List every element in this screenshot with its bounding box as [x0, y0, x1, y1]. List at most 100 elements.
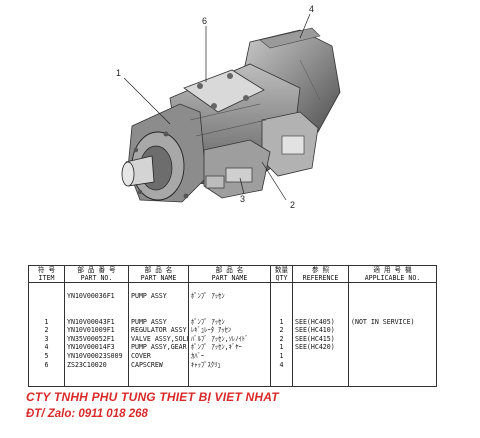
- cell-item: 1: [28, 317, 65, 326]
- cell-app: [348, 300, 437, 309]
- callout-4: 4: [309, 4, 315, 14]
- callout-6: 6: [202, 16, 208, 26]
- cell-part-no: [64, 282, 129, 292]
- cell-item: 4: [28, 343, 65, 352]
- cell-ref: SEE(HC415): [292, 334, 349, 344]
- pump-assembly-drawing: [121, 13, 341, 203]
- cell-part-name-jp: [188, 368, 271, 378]
- cell-part-name-jp: ﾎﾟﾝﾌﾟ ｱｯｾﾝ: [188, 317, 271, 326]
- cell-part-name-jp: ﾎﾟﾝﾌﾟ ｱｯｾﾝ: [188, 291, 271, 301]
- cell-ref: [292, 360, 349, 369]
- cell-part-name: REGULATOR ASSY: [128, 325, 189, 335]
- cell-app: [348, 282, 437, 292]
- cell-item: [28, 308, 65, 318]
- cell-part-name: [128, 377, 189, 388]
- cell-part-no: YN10V00014F3: [64, 343, 129, 352]
- cell-app: [348, 377, 437, 388]
- cell-ref: [292, 308, 349, 318]
- cell-app: [348, 291, 437, 301]
- cell-qty: [270, 377, 293, 388]
- cell-part-no: YN10V01009F1: [64, 325, 129, 335]
- cell-part-no: YN10V00036F1: [64, 291, 129, 301]
- cell-part-name-jp: ｶﾊﾞｰ: [188, 351, 271, 361]
- leader-line-3: [239, 177, 245, 195]
- cell-part-no: [64, 368, 129, 378]
- callout-2: 2: [290, 200, 296, 210]
- cell-qty: [270, 282, 293, 292]
- cell-part-no: YN35V00052F1: [64, 334, 129, 344]
- table-row: [28, 300, 437, 309]
- leader-line-2: [261, 161, 287, 201]
- cell-app: [348, 368, 437, 378]
- cell-part-no: ZS23C10020: [64, 360, 129, 369]
- cell-item: [28, 282, 65, 292]
- cell-part-no: [64, 377, 129, 388]
- table-row: [28, 308, 437, 318]
- cell-ref: [292, 300, 349, 309]
- cell-ref: SEE(HC405): [292, 317, 349, 326]
- pump-diagram: 1 2 3 4 6: [116, 4, 341, 210]
- cell-part-no: [64, 300, 129, 309]
- cell-item: 3: [28, 334, 65, 344]
- cell-part-name-jp: ﾎﾟﾝﾌﾟ ｱｯｾﾝ,ｷﾞﾔｰ: [188, 343, 271, 352]
- cell-part-name-jp: [188, 282, 271, 292]
- cell-part-name: [128, 308, 189, 318]
- cell-part-name: CAPSCREW: [128, 360, 189, 369]
- footer-contact: ĐT/ Zalo: 0911 018 268: [26, 408, 148, 420]
- cell-part-name: VALVE ASSY,SOLENOID: [128, 334, 189, 344]
- cell-item: 6: [28, 360, 65, 369]
- cell-ref: SEE(HC420): [292, 343, 349, 352]
- cell-part-no: YN10V00023S009: [64, 351, 129, 361]
- leader-line-4: [299, 13, 311, 39]
- cell-part-name-jp: ｷｬｯﾌﾟｽｸﾘｭ: [188, 360, 271, 369]
- cell-ref: [292, 377, 349, 388]
- cell-item: 2: [28, 325, 65, 335]
- cell-item: [28, 377, 65, 388]
- cell-item: 5: [28, 351, 65, 361]
- cell-app: [348, 308, 437, 318]
- cell-part-name-jp: ﾊﾞﾙﾌﾞ ｱｯｾﾝ,ｿﾚﾉｲﾄﾞ: [188, 334, 271, 344]
- callout-1: 1: [116, 68, 122, 78]
- cell-part-name: [128, 300, 189, 309]
- cell-ref: SEE(HC410): [292, 325, 349, 335]
- cell-ref: [292, 368, 349, 378]
- cell-app: [348, 325, 437, 335]
- leader-line-1: [123, 77, 171, 125]
- cell-app: [348, 334, 437, 344]
- cell-part-name-jp: ﾚｷﾞｭﾚｰﾀ ｱｯｾﾝ: [188, 325, 271, 335]
- cell-part-name: PUMP ASSY,GEAR: [128, 343, 189, 352]
- cell-part-no: YN10V00043F1: [64, 317, 129, 326]
- cell-part-name-jp: [188, 308, 271, 318]
- cell-part-name-jp: [188, 300, 271, 309]
- cell-qty: [270, 300, 293, 309]
- cell-item: [28, 300, 65, 309]
- cell-qty: 1: [270, 317, 293, 326]
- cell-qty: [270, 308, 293, 318]
- cell-qty: 2: [270, 334, 293, 344]
- cell-part-name: PUMP ASSY: [128, 317, 189, 326]
- cell-part-name: PUMP ASSY: [128, 291, 189, 301]
- cell-qty: 4: [270, 360, 293, 369]
- cell-item: [28, 368, 65, 378]
- cell-app: [348, 351, 437, 361]
- cell-part-name: [128, 282, 189, 292]
- cell-qty: 2: [270, 325, 293, 335]
- cell-qty: 1: [270, 343, 293, 352]
- cell-app: (NOT IN SERVICE): [348, 317, 437, 326]
- cell-qty: 1: [270, 351, 293, 361]
- cell-ref: [292, 291, 349, 301]
- cell-part-name-jp: [188, 377, 271, 388]
